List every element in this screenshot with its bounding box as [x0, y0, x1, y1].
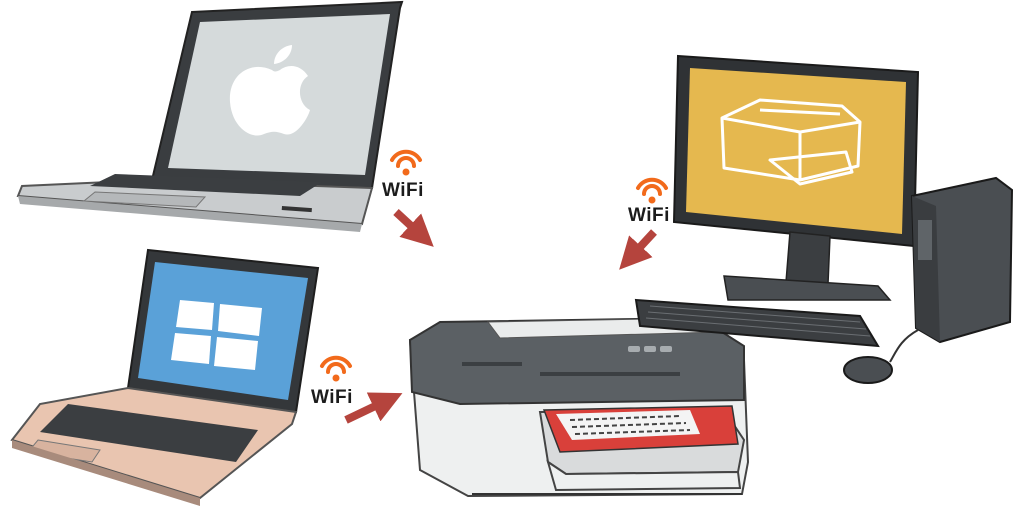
desktop-mouse	[844, 357, 892, 383]
wifi-dot	[403, 169, 410, 176]
wifi-label-desktop: WiFi	[628, 205, 670, 227]
wifi-icon	[322, 358, 350, 372]
wifi-label-windows-laptop: WiFi	[311, 387, 353, 409]
wifi-dot	[333, 375, 340, 382]
wifi-label-macbook: WiFi	[382, 180, 424, 202]
windows-laptop	[12, 250, 318, 506]
printer-control-buttons	[628, 346, 672, 352]
wifi-dot	[649, 197, 656, 204]
wifi-icon	[638, 180, 666, 194]
desktop-screen	[686, 68, 906, 234]
inkjet-printer	[410, 318, 748, 496]
wifi-icon	[392, 152, 420, 166]
arrow-desktop-to-printer	[630, 232, 654, 258]
arrow-macbook-to-printer	[396, 212, 422, 236]
monitor-stand-neck	[786, 232, 830, 284]
macbook-laptop	[18, 2, 402, 232]
